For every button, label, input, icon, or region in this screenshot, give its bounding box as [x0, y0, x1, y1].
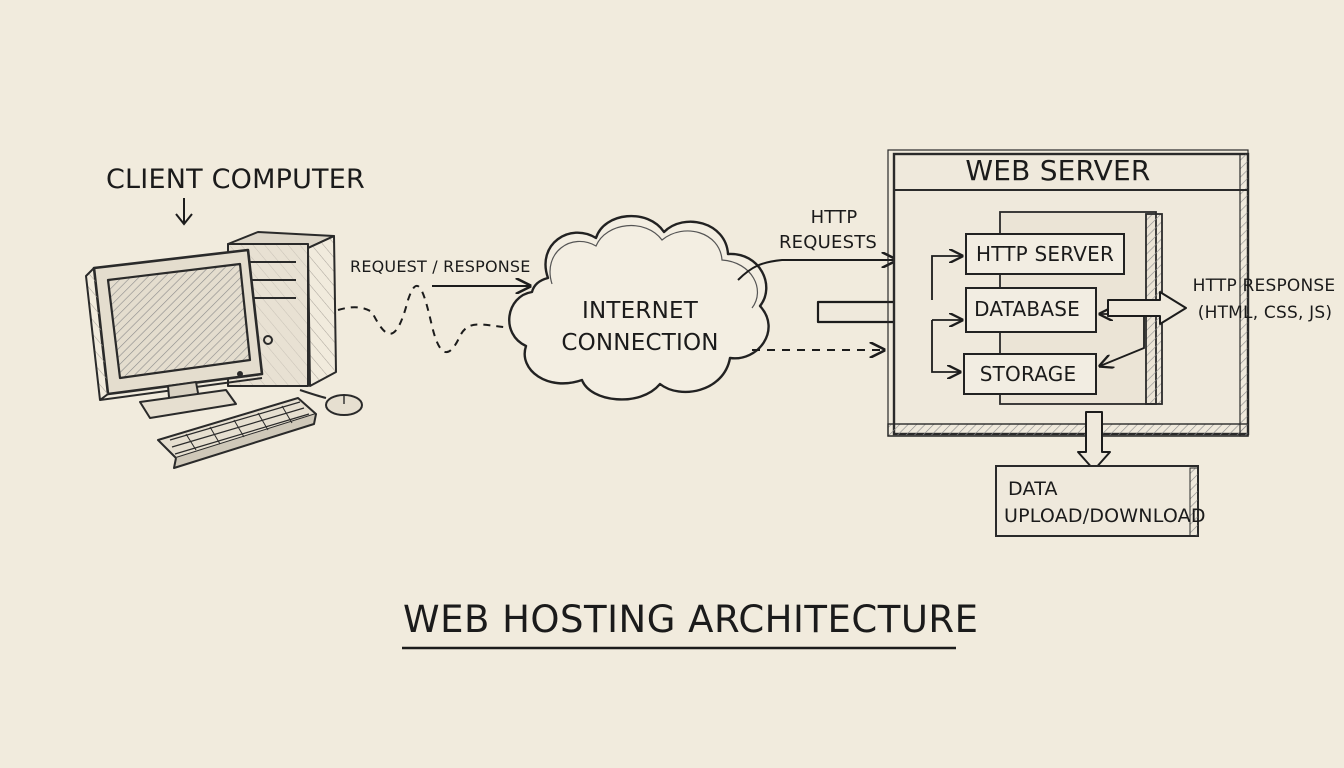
- database-label: DATABASE: [974, 297, 1080, 321]
- data-label-line1: DATA: [1008, 478, 1058, 500]
- http-response-label-line1: HTTP RESPONSE: [1192, 276, 1336, 296]
- storage-box: [963, 353, 1097, 395]
- http-server-label: HTTP SERVER: [975, 242, 1115, 266]
- http-server-box: [965, 233, 1125, 275]
- data-label-line2: UPLOAD/DOWNLOAD: [1004, 505, 1206, 527]
- data-upload-download-box: [995, 465, 1199, 537]
- internet-connection-label-line1: INTERNET: [582, 298, 698, 324]
- monitor-icon: [85, 248, 264, 419]
- client-computer-label: CLIENT COMPUTER: [106, 164, 365, 195]
- client-computer-icon: [85, 231, 363, 469]
- http-response-label-line2: (HTML, CSS, JS): [1197, 303, 1333, 323]
- request-response-label: REQUEST / RESPONSE: [350, 257, 531, 276]
- mouse-icon: [299, 389, 363, 416]
- data-down-block-arrow: [1077, 411, 1111, 471]
- cloud-icon: [508, 214, 770, 401]
- keyboard-icon: [157, 397, 317, 469]
- wavy-dashed-connection: [337, 284, 521, 354]
- http-requests-arrow: [737, 260, 896, 281]
- http-response-block-arrow: [1107, 291, 1187, 325]
- client-down-arrow: [175, 198, 193, 226]
- internet-connection-label-line2: CONNECTION: [561, 330, 719, 356]
- storage-label: STORAGE: [979, 362, 1077, 386]
- web-server-title: WEB SERVER: [965, 154, 1151, 187]
- http-requests-label-line2: REQUESTS: [778, 232, 878, 253]
- http-requests-label-line1: HTTP: [810, 207, 858, 228]
- diagram-title: WEB HOSTING ARCHITECTURE: [403, 598, 979, 641]
- server-components: [963, 233, 1125, 395]
- database-box: [965, 287, 1097, 333]
